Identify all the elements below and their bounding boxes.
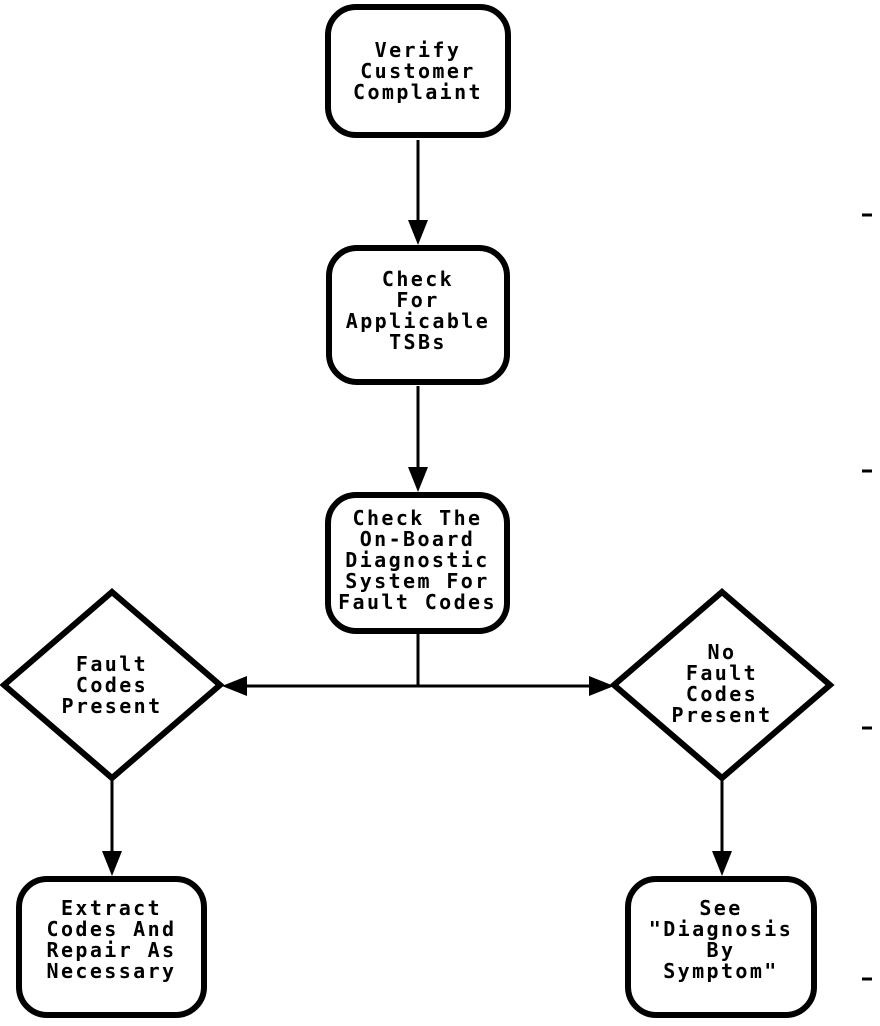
- edge-nofault-to-see-arrowhead: [712, 851, 732, 876]
- edge-branch-right-arrowhead: [589, 676, 614, 696]
- node-verify-complaint-box: [325, 4, 511, 138]
- edge-tsbs-to-obd-arrowhead: [408, 467, 428, 492]
- node-check-obd-box: [325, 492, 510, 634]
- node-label-check-obd: Check The On-Board Diagnostic System For…: [338, 505, 497, 614]
- node-extract-codes-box: [16, 876, 207, 1018]
- node-fault-codes-diamond: [0, 588, 225, 782]
- edge-branch-left-arrowhead: [222, 676, 247, 696]
- node-label-no-fault-codes-present: No Fault Codes Present: [671, 640, 773, 727]
- node-see-diagnosis-box: [625, 876, 817, 1018]
- node-label-see-diagnosis: See "Diagnosis By Symptom": [648, 896, 794, 983]
- node-label-verify-complaint: Verify Customer Complaint: [353, 37, 483, 104]
- node-label-extract-codes: Extract Codes And Repair As Necessary: [46, 896, 177, 983]
- node-no-fault-codes-diamond: [609, 588, 835, 782]
- node-label-check-tsbs: Check For Applicable TSBs: [345, 267, 491, 354]
- node-check-tsbs-box: [326, 245, 510, 385]
- edge-fault-to-extract-arrowhead: [102, 851, 122, 876]
- edge-verify-to-tsbs-arrowhead: [408, 220, 428, 245]
- node-label-fault-codes-present: Fault Codes Present: [61, 651, 163, 718]
